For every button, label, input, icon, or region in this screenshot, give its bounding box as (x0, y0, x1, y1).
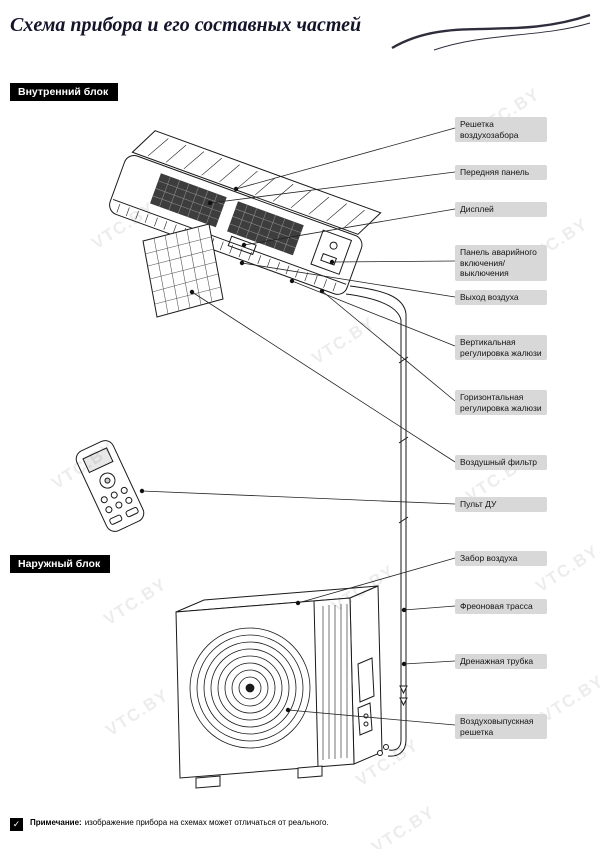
check-icon: ✓ (10, 818, 23, 831)
remote-control-drawing (73, 438, 146, 535)
outdoor-unit-drawing (176, 586, 389, 788)
title-swoosh (388, 8, 594, 54)
callout-leader-lines (139, 128, 455, 725)
callout-intake-grille: Решетка воздухозабора (455, 117, 547, 142)
footnote-text: Примечание:изображение прибора на схемах… (30, 818, 329, 827)
section-indoor-unit: Внутренний блок (10, 83, 119, 101)
callout-remote-control: Пульт ДУ (455, 497, 547, 512)
callout-air-outlet: Выход воздуха (455, 290, 547, 305)
footnote-body: изображение прибора на схемах может отли… (84, 818, 329, 827)
indoor-unit-drawing (107, 125, 381, 300)
footnote-label: Примечание: (30, 818, 82, 827)
callout-air-intake: Забор воздуха (455, 551, 547, 566)
callout-front-panel: Передняя панель (455, 165, 547, 180)
callout-drain-pipe: Дренажная трубка (455, 654, 547, 669)
callout-air-outlet-grille: Воздуховыпускная решетка (455, 714, 547, 739)
callout-horizontal-louver-adjust: Горизонтальная регулировка жалюзи (455, 390, 547, 415)
pipe-run-drawing (346, 286, 408, 756)
section-outdoor-unit: Наружный блок (10, 555, 111, 573)
footnote: ✓ Примечание:изображение прибора на схем… (10, 818, 570, 831)
callout-vertical-louver-adjust: Вертикальная регулировка жалюзи (455, 335, 547, 360)
callout-refrigerant-line: Фреоновая трасса (455, 599, 547, 614)
callout-display: Дисплей (455, 202, 547, 217)
callout-emergency-switch-panel: Панель аварийного включения/ выключения (455, 245, 547, 281)
air-filter-drawing (143, 224, 223, 317)
page-title: Схема прибора и его составных частей (10, 14, 362, 36)
callout-air-filter: Воздушный фильтр (455, 455, 547, 470)
